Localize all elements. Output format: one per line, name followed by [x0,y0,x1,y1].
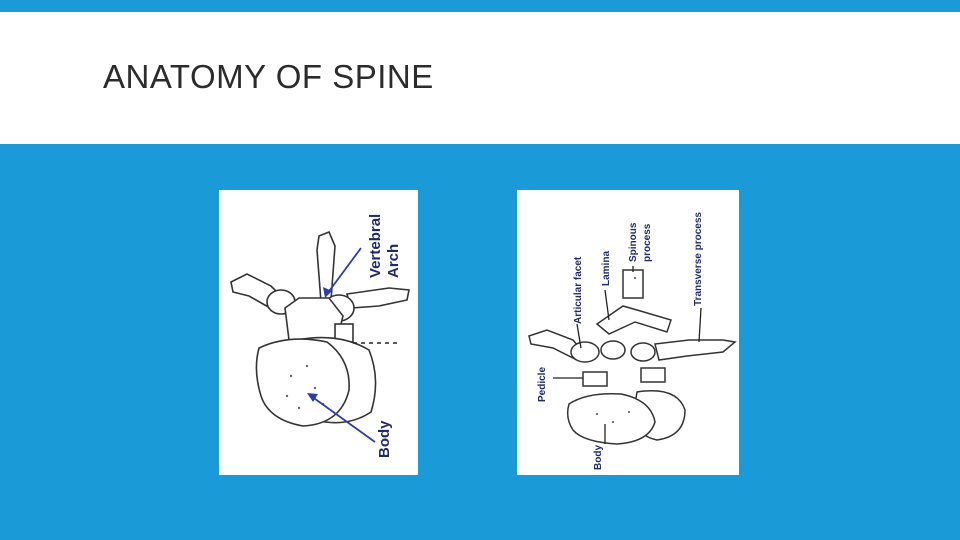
left-inner-facet-shape [600,340,626,360]
label-arch: Arch [385,244,402,278]
top-accent-band [0,0,960,12]
left-facet-shape [570,341,600,363]
right-facet-shape [630,342,656,362]
label-lamina: Lamina [601,251,612,286]
right-transverse-shape [654,339,737,361]
vertebra-figure-assembled: Vertebral Arch Body [219,190,418,475]
articular-facet-leader [576,323,582,349]
arch-arrow [326,247,362,295]
label-articular-facet: Articular facet [573,256,584,324]
label-pedicle: Pedicle [537,367,548,402]
lamina-shape [595,305,672,335]
lamina-leader [604,289,610,321]
label-body: Body [376,420,393,458]
label-process: process [642,223,653,262]
content-area [0,144,960,540]
spinous-piece-shape [622,269,644,299]
label-body: Body [593,445,604,470]
vertebra-drawing-exploded: Articular facet Lamina Spinous process T… [528,212,737,470]
label-spinous: Spinous [628,222,639,262]
page-title: ANATOMY OF SPINE [103,58,434,95]
label-transverse-process: Transverse process [693,212,704,306]
transverse-leader [698,307,702,343]
body-arrow [310,395,376,443]
label-vertebral: Vertebral [367,214,384,278]
vertebra-drawing-assembled: Vertebral Arch Body [230,214,410,458]
body-front-shape [566,392,656,445]
right-transverse-process-shape [345,287,410,309]
vertebra-figure-exploded: Articular facet Lamina Spinous process T… [517,190,739,475]
left-pedicle-shape [582,371,608,387]
right-pedicle-shape [640,367,666,383]
